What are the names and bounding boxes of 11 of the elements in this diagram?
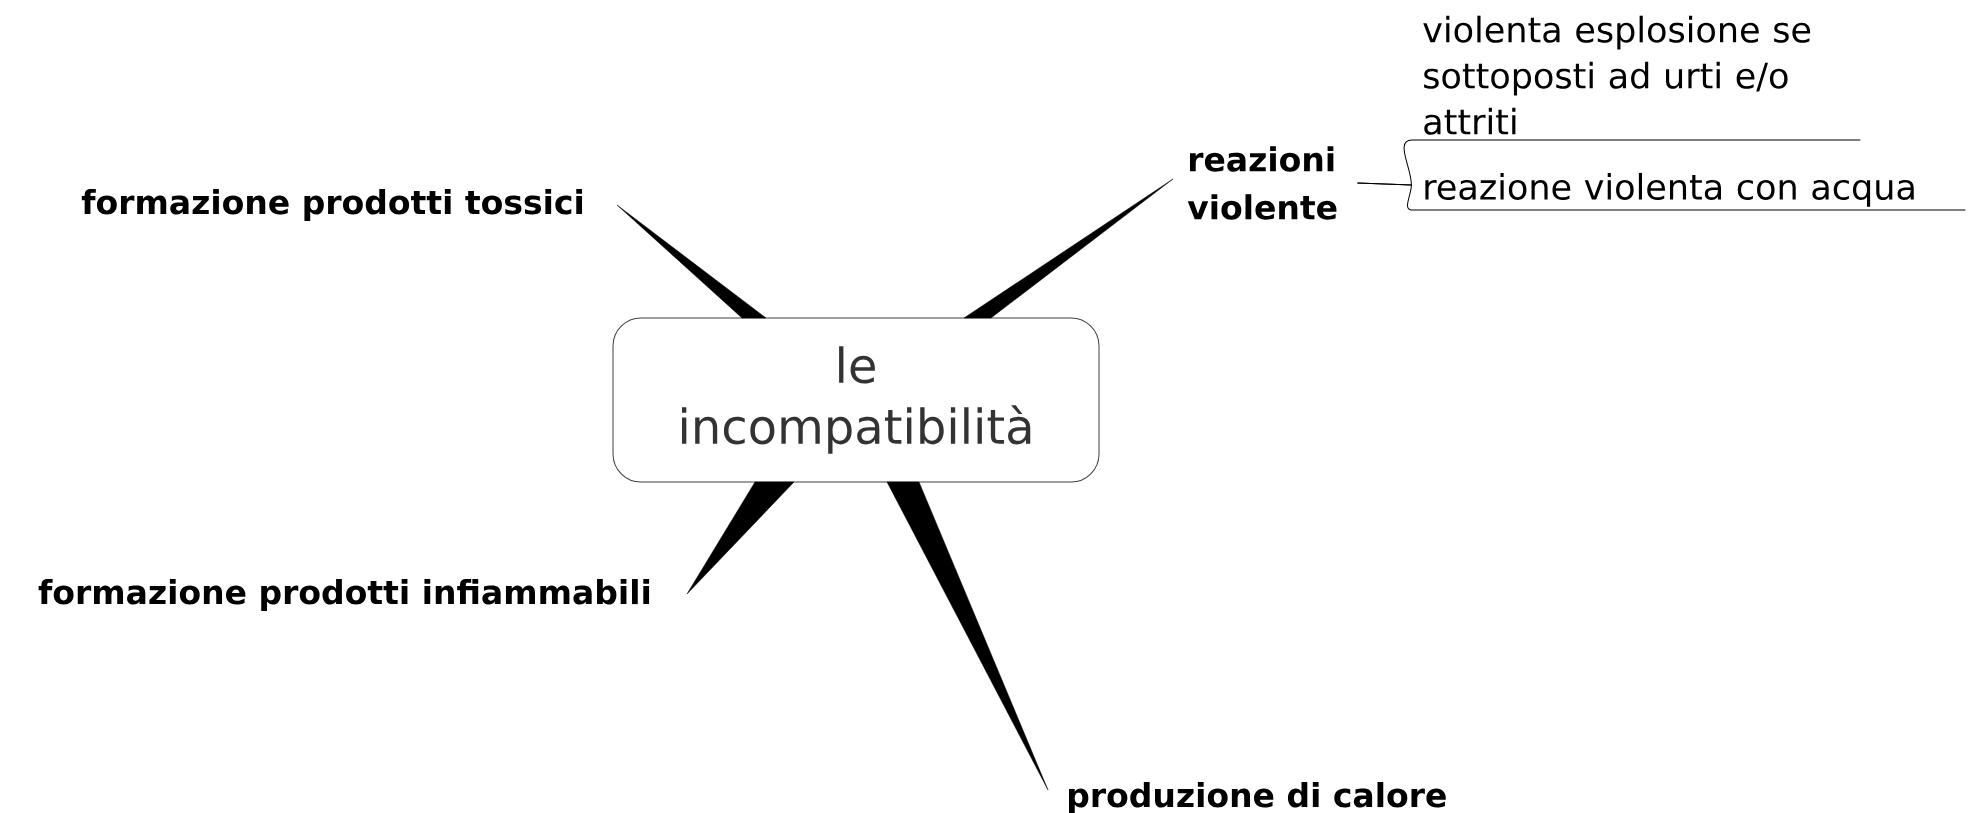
topic-box: le incompatibilità xyxy=(612,317,1100,483)
spoke xyxy=(616,204,767,319)
branch-label: produzione di calore xyxy=(1069,782,1446,813)
branch-label: formazione prodotti tossici xyxy=(81,189,583,221)
sub-branch-label: reazione violenta con acqua xyxy=(1421,172,1966,211)
spoke xyxy=(886,481,1049,791)
branch-label: reazioni violente xyxy=(1187,146,1337,220)
brace-line xyxy=(1356,182,1423,211)
sub-branch-label: violenta esplosione se sottoposti ad urti e/o attriti xyxy=(1421,15,1861,141)
branch-label: formazione prodotti infiammabili xyxy=(38,579,650,611)
spoke xyxy=(963,178,1174,319)
